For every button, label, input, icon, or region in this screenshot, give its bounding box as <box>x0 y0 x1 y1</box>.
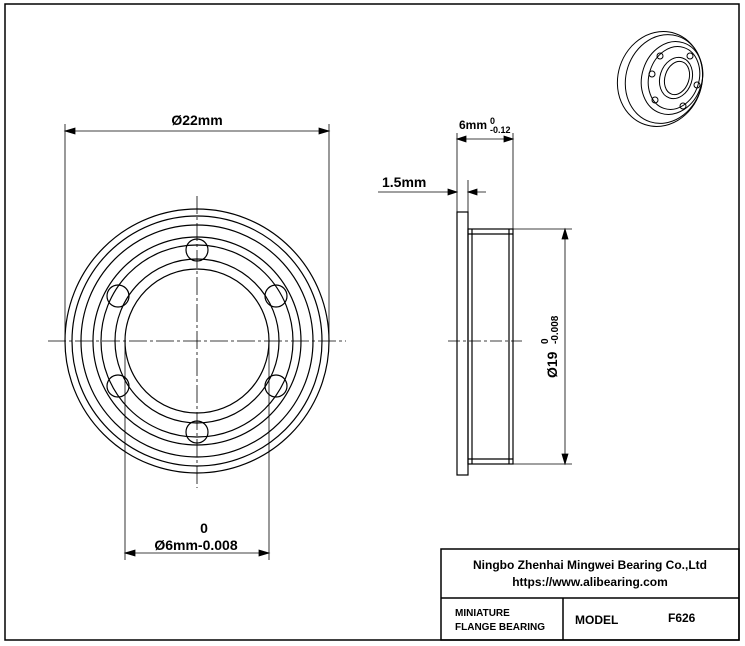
width-dimension <box>455 133 515 229</box>
outer-diameter-dimension <box>63 124 331 341</box>
arrow-head <box>63 127 76 135</box>
sheet-border <box>4 3 740 641</box>
ball <box>264 284 288 308</box>
flange-tolerance-lower: -0.008 <box>550 315 561 344</box>
outer-diameter-label: Ø22mm <box>171 112 222 128</box>
flange-thickness-label: 1.5mm <box>382 174 426 190</box>
arrow-head <box>466 188 478 196</box>
arrow-head <box>503 135 515 143</box>
arrow-head <box>455 135 467 143</box>
width-tolerance-lower: -0.12 <box>490 125 511 135</box>
bearing-isometric-picture <box>616 31 704 127</box>
iso-ball <box>656 52 664 60</box>
iso-ring-2 <box>647 46 701 110</box>
iso-bore <box>658 56 694 100</box>
arrow-head <box>447 188 459 196</box>
description-line2: FLANGE BEARING <box>455 622 545 633</box>
bore-label: Ø6mm-0.008 <box>154 537 237 553</box>
iso-bore-2 <box>663 60 691 96</box>
arrow-head <box>561 453 569 466</box>
ball <box>106 374 130 398</box>
width-tolerance-upper: 0 <box>490 116 495 126</box>
iso-ring <box>640 41 704 115</box>
flange-thickness-dimension <box>378 180 486 212</box>
description-line1: MINIATURE <box>455 608 510 619</box>
model-label: MODEL <box>575 613 618 627</box>
company-name: Ningbo Zhenhai Mingwei Bearing Co.,Ltd <box>473 558 707 572</box>
company-website: https://www.alibearing.com <box>512 575 668 589</box>
bore-tolerance-upper: 0 <box>200 520 208 536</box>
iso-ball <box>686 52 694 60</box>
ball <box>106 284 130 308</box>
ball <box>264 374 288 398</box>
flange-section <box>456 211 469 476</box>
iso-outer-2 <box>624 34 704 124</box>
arrow-head <box>258 549 271 557</box>
model-value: F626 <box>668 611 696 625</box>
flange-diameter-text-group: Ø19 0 -0.008 <box>540 315 561 378</box>
iso-ball <box>651 96 659 104</box>
ring-section <box>467 228 514 465</box>
flange-tolerance-upper: 0 <box>540 338 551 344</box>
width-label: 6mm <box>459 118 487 132</box>
iso-ball <box>693 81 701 89</box>
front-center-lines <box>48 196 346 488</box>
flange-diameter-dimension <box>513 227 572 466</box>
side-view <box>456 211 514 476</box>
iso-ball <box>648 70 656 78</box>
iso-ball <box>679 102 687 110</box>
title-block <box>440 548 740 641</box>
arrow-head <box>561 227 569 240</box>
arrow-head <box>318 127 331 135</box>
flange-diameter-label: Ø19 <box>544 351 560 378</box>
bore-dimension <box>123 341 271 560</box>
arrow-head <box>123 549 136 557</box>
title-block-frame <box>440 548 740 641</box>
